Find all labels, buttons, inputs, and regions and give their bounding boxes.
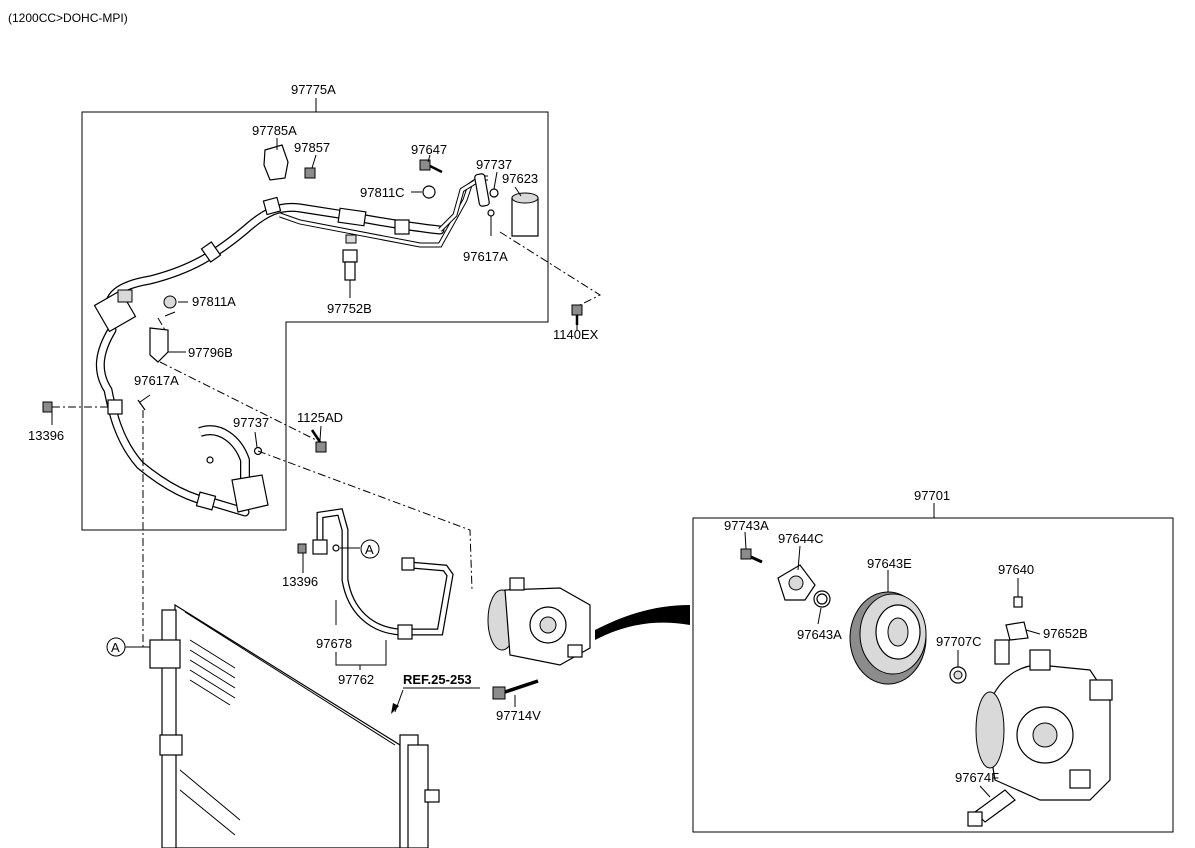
compressor-leaders xyxy=(744,531,1041,798)
bolt-97647 xyxy=(419,159,443,174)
bolt-97714V xyxy=(492,679,539,700)
coil-97707C-inner xyxy=(953,670,963,680)
nut-13396-left xyxy=(42,401,53,413)
bracket-97762 xyxy=(335,640,387,666)
discharge-pipe-97678 xyxy=(312,508,454,640)
label-97737-mid: 97737 xyxy=(233,415,269,430)
pipe-assembly-frame xyxy=(81,111,549,531)
callout-a-upper: A xyxy=(360,539,380,559)
label-97643A: 97643A xyxy=(797,627,842,642)
hose-fitting-cluster xyxy=(93,289,137,415)
label-97644C: 97644C xyxy=(778,531,824,546)
compressor-small xyxy=(487,577,591,666)
bolt-1140EX xyxy=(571,304,583,325)
pulley-97643E xyxy=(849,591,927,685)
bracket-97652B xyxy=(1005,621,1029,641)
label-97762: 97762 xyxy=(338,672,374,687)
pipe-assembly-label: 97775A xyxy=(291,82,336,97)
label-97857: 97857 xyxy=(294,140,330,155)
bolt-97640 xyxy=(1013,596,1023,608)
compressor-assembly-frame xyxy=(692,517,1174,833)
label-97643E: 97643E xyxy=(867,556,912,571)
oring-mid xyxy=(332,544,340,552)
oring-97617A-top xyxy=(487,209,495,217)
nut-13396-mid xyxy=(297,543,307,554)
sensor-97752B xyxy=(342,234,358,281)
label-97811A: 97811A xyxy=(192,294,236,309)
compressor-large xyxy=(975,639,1113,801)
bolt-1125AD xyxy=(310,429,327,453)
label-13396-mid: 13396 xyxy=(282,574,318,589)
label-97647: 97647 xyxy=(411,142,447,157)
clip-97785A xyxy=(263,144,289,181)
label-97811C: 97811C xyxy=(360,185,405,200)
valve-97623 xyxy=(511,192,539,237)
liquid-pipe xyxy=(279,173,490,248)
label-97617A-left: 97617A xyxy=(134,373,179,388)
label-97796B: 97796B xyxy=(188,345,233,360)
compressor-assembly-label: 97701 xyxy=(914,488,950,503)
label-1140EX: 1140EX xyxy=(553,327,599,342)
svg-text:A: A xyxy=(111,640,120,655)
nut-97857 xyxy=(304,167,316,179)
callout-a-lower: A xyxy=(106,637,126,657)
label-97714V: 97714V xyxy=(496,708,541,723)
bolt-97743A xyxy=(740,548,763,564)
condenser xyxy=(149,603,440,848)
engine-spec-header: (1200CC>DOHC-MPI) xyxy=(8,11,128,25)
discharge-hose xyxy=(95,325,269,517)
svg-text:A: A xyxy=(365,542,374,557)
cap-97811A xyxy=(163,295,177,309)
bracket-97796B xyxy=(149,327,169,363)
label-13396-left: 13396 xyxy=(28,428,64,443)
detail-swoosh xyxy=(595,605,690,640)
oring-97617A-left xyxy=(137,399,146,411)
label-97623: 97623 xyxy=(502,171,538,186)
cap-97811C xyxy=(422,185,436,199)
shim-97643A-inner xyxy=(816,593,828,605)
label-97707C: 97707C xyxy=(936,634,982,649)
label-97640: 97640 xyxy=(998,562,1034,577)
label-97785A: 97785A xyxy=(252,123,297,138)
label-1125AD: 1125AD xyxy=(297,410,343,425)
label-97737-top: 97737 xyxy=(476,157,512,172)
valve-97674F xyxy=(967,789,1016,827)
oring-97737-top xyxy=(489,188,499,198)
label-97752B: 97752B xyxy=(327,301,372,316)
label-97617A-top: 97617A xyxy=(463,249,508,264)
label-97674F: 97674F xyxy=(955,770,999,785)
alignment-lines xyxy=(52,231,602,650)
pipe-group-leaders xyxy=(51,138,578,448)
label-97743A: 97743A xyxy=(724,518,769,533)
label-97678: 97678 xyxy=(316,636,352,651)
suction-hose xyxy=(104,196,445,320)
label-97652B: 97652B xyxy=(1043,626,1088,641)
reference-arrowhead xyxy=(391,703,399,714)
hub-97644C xyxy=(777,564,816,601)
reference-label: REF.25-253 xyxy=(403,672,472,687)
